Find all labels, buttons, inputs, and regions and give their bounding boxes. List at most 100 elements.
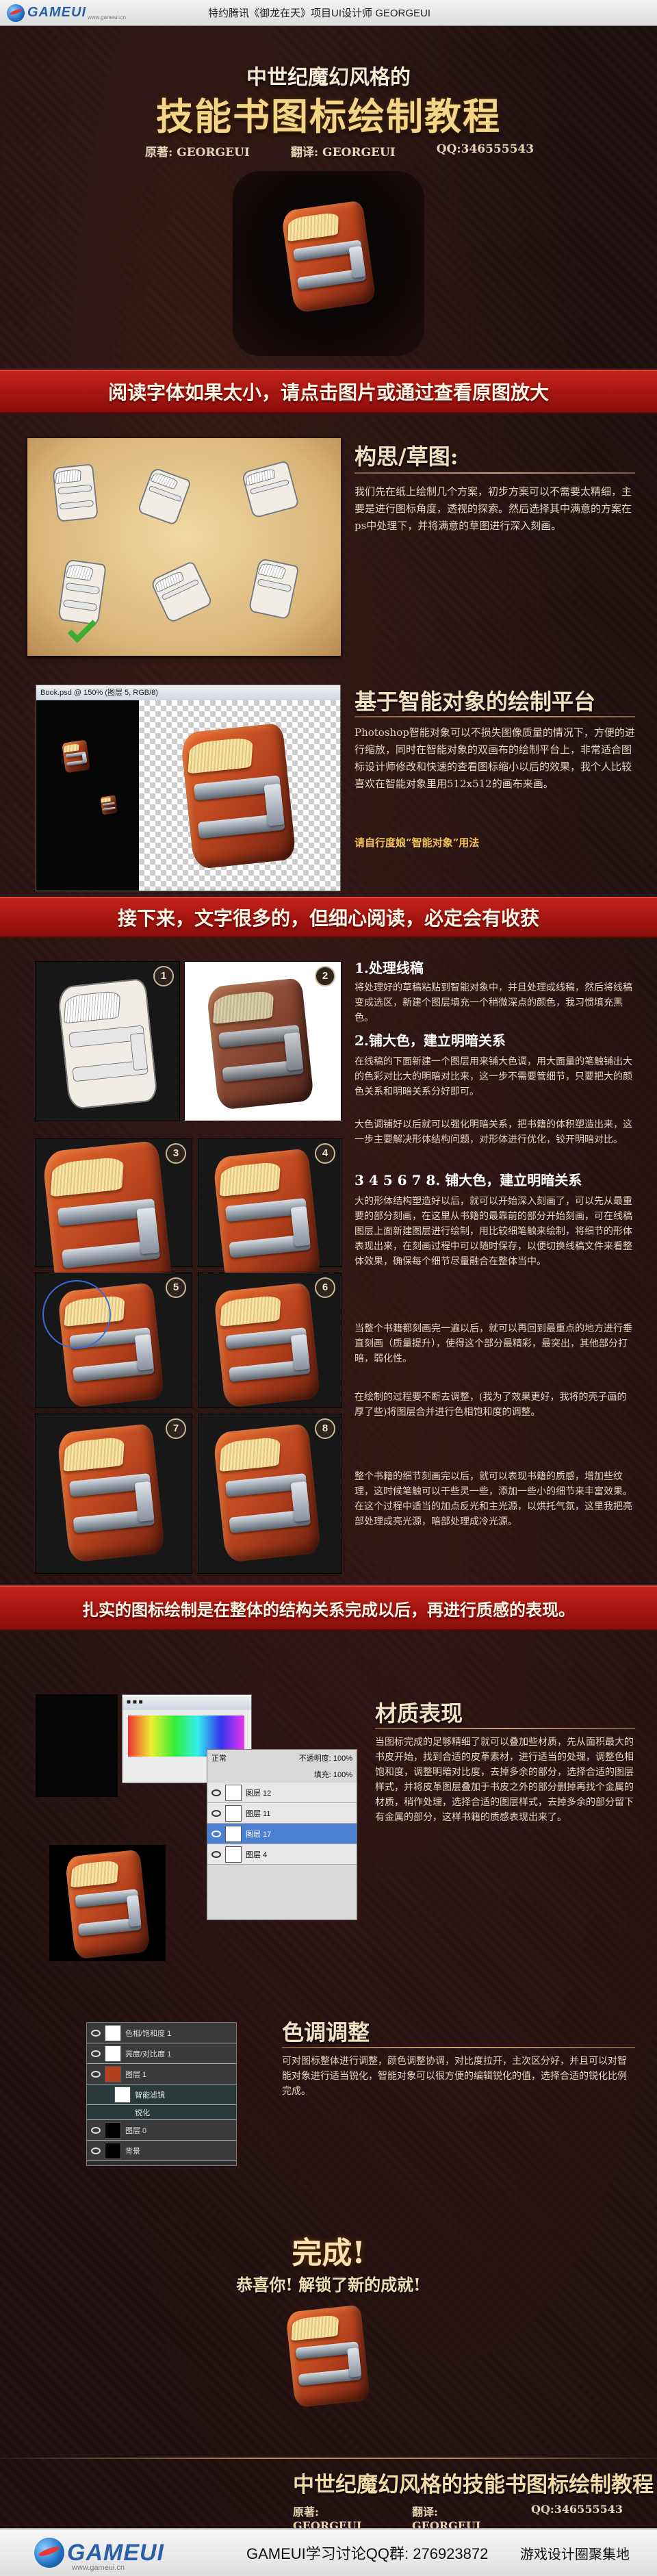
layer-name: 图层 11 bbox=[246, 1809, 271, 1818]
step-5-image[interactable]: 5 bbox=[36, 1273, 192, 1408]
section-title-color: 色调调整 bbox=[282, 2019, 370, 2045]
layer-name: 亮度/对比度 1 bbox=[125, 2050, 172, 2058]
eye-icon[interactable] bbox=[91, 2147, 101, 2154]
layer-thumb bbox=[105, 2121, 121, 2139]
layer-row[interactable]: 锐化 bbox=[87, 2105, 236, 2120]
section-title-sketch: 构思/草图: bbox=[355, 444, 459, 470]
eye-icon[interactable] bbox=[211, 1809, 221, 1817]
divider bbox=[282, 2047, 635, 2048]
layer-name: 智能滤镜 bbox=[135, 2091, 165, 2100]
sketch-book bbox=[241, 460, 300, 519]
step-number: 2 bbox=[315, 966, 335, 986]
sketch-parchment-image[interactable] bbox=[27, 438, 341, 656]
footer-title: 中世纪魔幻风格的技能书图标绘制教程 bbox=[293, 2473, 654, 2497]
footer-divider bbox=[0, 2458, 657, 2459]
eye-icon[interactable] bbox=[211, 1830, 221, 1837]
opacity-field[interactable]: 不透明度: 100% bbox=[298, 1755, 352, 1763]
step-7-image[interactable]: 7 bbox=[36, 1414, 192, 1573]
gameui-logo[interactable]: GAMEUI www.gameui.cn bbox=[7, 3, 127, 22]
step-4-book bbox=[212, 1148, 322, 1288]
layer-row[interactable]: 图层 0 bbox=[87, 2120, 236, 2141]
material-layers-panel[interactable]: 正常 不透明度: 100% 填充: 100% 图层 12 图层 11 图层 17… bbox=[207, 1749, 357, 1920]
step-8-book bbox=[212, 1423, 322, 1563]
sketch-book bbox=[248, 557, 300, 620]
ps-canvas-large bbox=[139, 700, 340, 891]
sketch-book bbox=[149, 560, 214, 624]
layer-row[interactable]: 图层 1 bbox=[87, 2064, 236, 2084]
bottom-logo-text: GAMEUI bbox=[67, 2539, 164, 2566]
step-number: 4 bbox=[315, 1143, 335, 1164]
layer-row[interactable]: 背景 bbox=[87, 2141, 236, 2161]
step-3-text: 大的形体结构塑造好以后，就可以开始深入刻画了，可以先从最重要的部分刻画，在这里从… bbox=[355, 1196, 632, 1267]
layer-row[interactable]: 图层 4 bbox=[207, 1844, 357, 1865]
gameui-globe-icon bbox=[7, 3, 25, 22]
step-1-text: 将处理好的草稿粘贴到智能对象中，并且处理成线稿，然后将线稿变成选区，新建个图层填… bbox=[355, 982, 632, 1023]
material-book-icon bbox=[64, 1849, 151, 1960]
eye-icon[interactable] bbox=[91, 2070, 101, 2078]
hero-icon-frame bbox=[233, 171, 424, 356]
banner-text: 扎实的图标绘制是在整体的结构关系完成以后，再进行质感的表现。 bbox=[82, 1599, 575, 1620]
bottom-gameui-logo[interactable]: GAMEUI bbox=[34, 2538, 164, 2568]
divider bbox=[355, 472, 635, 474]
step-6-image[interactable]: 6 bbox=[198, 1273, 341, 1408]
layer-row[interactable]: 图层 11 bbox=[207, 1803, 357, 1824]
ps-palette-window: ■ ■ ■ bbox=[122, 1694, 252, 1783]
eye-icon[interactable] bbox=[91, 2050, 101, 2057]
layers-toolbar: 正常 不透明度: 100% bbox=[207, 1750, 357, 1768]
section-title-material: 材质表现 bbox=[375, 1700, 463, 1726]
step-7-book bbox=[56, 1423, 166, 1563]
layer-row[interactable]: 图层 12 bbox=[207, 1783, 357, 1803]
layer-thumb bbox=[225, 1846, 242, 1863]
selection-circle bbox=[42, 1280, 111, 1349]
bottom-bar: GAMEUI www.gameui.cn GAMEUI学习讨论QQ群: 2769… bbox=[0, 2528, 657, 2576]
step-2-base-color-image[interactable]: 2 bbox=[185, 962, 341, 1121]
logo-url: www.gameui.cn bbox=[88, 14, 127, 21]
slogan: 游戏设计圈聚集地 bbox=[520, 2547, 630, 2562]
step-number: 8 bbox=[315, 1418, 335, 1439]
step-2-title: 2.铺大色，建立明暗关系 bbox=[355, 1032, 506, 1049]
eye-icon[interactable] bbox=[91, 2029, 101, 2037]
gameui-globe-icon bbox=[34, 2538, 64, 2568]
done-title: 完成! bbox=[292, 2236, 365, 2271]
layer-row[interactable]: 智能滤镜 bbox=[87, 2084, 236, 2105]
eye-icon[interactable] bbox=[211, 1850, 221, 1858]
step-8-image[interactable]: 8 bbox=[198, 1414, 341, 1573]
bottom-logo-url: www.gameui.cn bbox=[72, 2564, 125, 2572]
final-book-icon[interactable] bbox=[285, 2304, 371, 2408]
book-icon[interactable] bbox=[281, 200, 376, 314]
layer-row[interactable]: 色相/饱和度 1 bbox=[87, 2023, 236, 2043]
done-subtitle: 恭喜你! 解锁了新的成就! bbox=[236, 2275, 421, 2295]
sketch-book bbox=[51, 463, 99, 522]
material-screenshot[interactable]: ■ ■ ■ 正常 不透明度: 100% 填充: 100% 图层 12 图层 11… bbox=[36, 1694, 357, 1961]
step-3-image[interactable]: 3 bbox=[36, 1139, 192, 1303]
smart-object-text: Photoshop智能对象可以不损失图像质量的情况下，方便的进行缩放，同时在智能… bbox=[355, 726, 635, 790]
step-number: 1 bbox=[153, 966, 174, 986]
eye-icon[interactable] bbox=[211, 1789, 221, 1796]
layer-row-selected[interactable]: 图层 17 bbox=[207, 1824, 357, 1844]
layer-row[interactable]: 亮度/对比度 1 bbox=[87, 2043, 236, 2064]
section-title-smart-object: 基于智能对象的绘制平台 bbox=[355, 689, 596, 715]
step-1-title: 1.处理线稿 bbox=[355, 960, 424, 976]
layer-thumb bbox=[105, 2024, 121, 2041]
author: 原著: GEORGEUI bbox=[145, 146, 250, 160]
qq-group[interactable]: GAMEUI学习讨论QQ群: 276923872 bbox=[246, 2545, 489, 2562]
banner-structure-first: 扎实的图标绘制是在整体的结构关系完成以后，再进行质感的表现。 bbox=[0, 1585, 657, 1631]
blend-mode[interactable]: 正常 bbox=[211, 1755, 227, 1763]
eye-icon[interactable] bbox=[91, 2126, 101, 2134]
step-3-title: 3 4 5 6 7 8. 铺大色，建立明暗关系 bbox=[355, 1172, 582, 1188]
banner-read-carefully: 接下来，文字很多的，但细心阅读，必定会有收获 bbox=[0, 897, 657, 938]
step-4-image[interactable]: 4 bbox=[198, 1139, 341, 1288]
layer-name: 锐化 bbox=[135, 2108, 150, 2117]
layer-thumb bbox=[114, 2086, 131, 2103]
step-1-lineart-image[interactable]: 1 bbox=[36, 962, 179, 1121]
layer-thumb bbox=[225, 1784, 242, 1801]
color-layers-panel[interactable]: 色相/饱和度 1 亮度/对比度 1 图层 1 智能滤镜 锐化 图层 0 背景 bbox=[86, 2022, 237, 2166]
logo-text: GAMEUI bbox=[27, 5, 86, 20]
fill-field[interactable]: 填充: 100% bbox=[313, 1771, 352, 1779]
top-bar: GAMEUI www.gameui.cn 特约腾讯《御龙在天》项目UI设计师 G… bbox=[0, 0, 657, 26]
material-text: 当图标完成的足够精细了就可以叠加些材质，先从面积最大的书皮开始，找到合适的皮革素… bbox=[375, 1737, 634, 1823]
layer-name: 图层 12 bbox=[246, 1789, 272, 1798]
photoshop-window-image[interactable]: Book.psd @ 150% (图层 5, RGB/8) bbox=[36, 685, 341, 891]
step-2-text: 在线稿的下面新建一个图层用来铺大色调，用大面量的笔触铺出大的色彩对比大的明暗对比… bbox=[355, 1056, 632, 1097]
